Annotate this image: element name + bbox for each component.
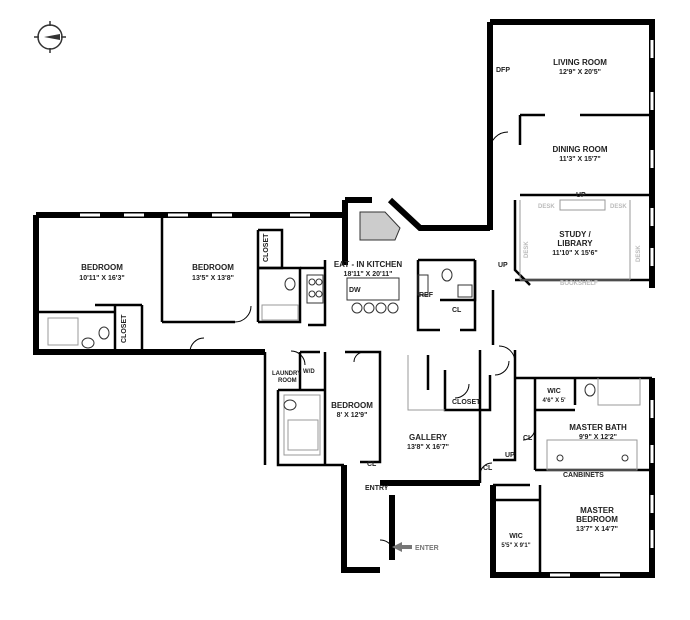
room-name: BEDROOM [576,515,618,524]
room-name: DINING ROOM [552,145,607,154]
room-dims: 18'11" X 20'11" [344,271,393,278]
room-dims: 8' X 12'9" [337,412,368,419]
up-label: UP [498,262,508,269]
room-name: BEDROOM [331,401,373,410]
room-name: WIC [509,533,523,540]
compass-icon [34,21,66,53]
room-label-bedroom-2: BEDROOM 13'5" X 13'8" [192,263,234,282]
laundry-label: ROOM [278,378,297,384]
room-label-bedroom-3: BEDROOM 8' X 12'9" [331,401,373,419]
room-label-living: LIVING ROOM 12'9" X 20'5" [553,58,607,76]
room-name: GALLERY [409,433,448,442]
cl-label: CL [452,307,462,314]
room-dims: 13'7" X 14'7" [576,526,618,533]
room-label-study: STUDY / LIBRARY 11'10" X 15'6" [552,230,597,257]
up-label: UP [576,192,586,199]
room-dims: 13'5" X 13'8" [192,275,234,282]
room-name: MASTER BATH [569,423,627,432]
closet-label: CLOSET [121,314,128,343]
room-name: BEDROOM [81,263,123,272]
desk-label: DESK [636,245,642,262]
room-dims: 4'6" X 5' [542,398,566,404]
light-lines [47,199,641,471]
windows [80,40,654,577]
enter-arrow-icon [392,542,412,552]
laundry-label: LAUNDRY [272,371,301,377]
closet-label: CLOSET [452,399,481,406]
desk-label: DESK [610,204,627,210]
room-label-wic-bath: WIC 4'6" X 5' [542,388,566,404]
dfp-label: DFP [496,67,510,74]
room-label-master-bedroom: MASTER BEDROOM 13'7" X 14'7" [576,506,618,533]
bookshelf-label: BOOKSHELF [560,281,598,287]
room-dims: 9'9" X 12'2" [579,434,617,441]
closet-label: CLOSET [263,233,270,262]
room-label-bedroom-1: BEDROOM 10'11" X 16'3" [79,263,124,282]
room-dims: 13'8" X 16'7" [407,444,449,451]
enter-label: ENTER [415,545,439,552]
room-label-wic-master: WIC 5'5" X 9'1" [501,533,530,549]
room-name: EAT - IN KITCHEN [334,260,403,269]
room-dims: 5'5" X 9'1" [501,543,530,549]
room-label-master-bath: MASTER BATH 9'9" X 12'2" [569,423,627,441]
room-dims: 11'3" X 15'7" [559,156,601,163]
dw-label: DW [349,287,361,294]
room-label-gallery: GALLERY 13'8" X 16'7" [407,433,449,451]
room-name: LIVING ROOM [553,58,607,67]
room-name: STUDY / [559,230,591,239]
door-swings [189,131,536,555]
wd-label: W/D [303,369,315,375]
up-label: UP [505,452,515,459]
bath-fixtures [81,268,629,462]
cl-label: CL [483,465,493,472]
ref-label: REF [419,292,434,299]
room-dims: 11'10" X 15'6" [552,250,597,257]
entry-label: ENTRY [365,485,389,492]
desk-label: DESK [524,241,530,258]
room-name: LIBRARY [557,239,593,248]
room-dims: 12'9" X 20'5" [559,69,601,76]
cl-label: CL [523,435,533,442]
room-label-kitchen: EAT - IN KITCHEN 18'11" X 20'11" [334,260,403,278]
exterior-walls [33,19,655,578]
room-dims: 10'11" X 16'3" [79,275,124,282]
desk-label: DESK [538,204,555,210]
room-label-dining: DINING ROOM 11'3" X 15'7" [552,145,607,163]
room-name: WIC [547,388,561,395]
room-name: BEDROOM [192,263,234,272]
room-name: MASTER [580,506,614,515]
canbinets-label: CANBINETS [563,472,604,479]
cl-label: CL [367,461,377,468]
kitchen-fixtures [306,211,429,314]
